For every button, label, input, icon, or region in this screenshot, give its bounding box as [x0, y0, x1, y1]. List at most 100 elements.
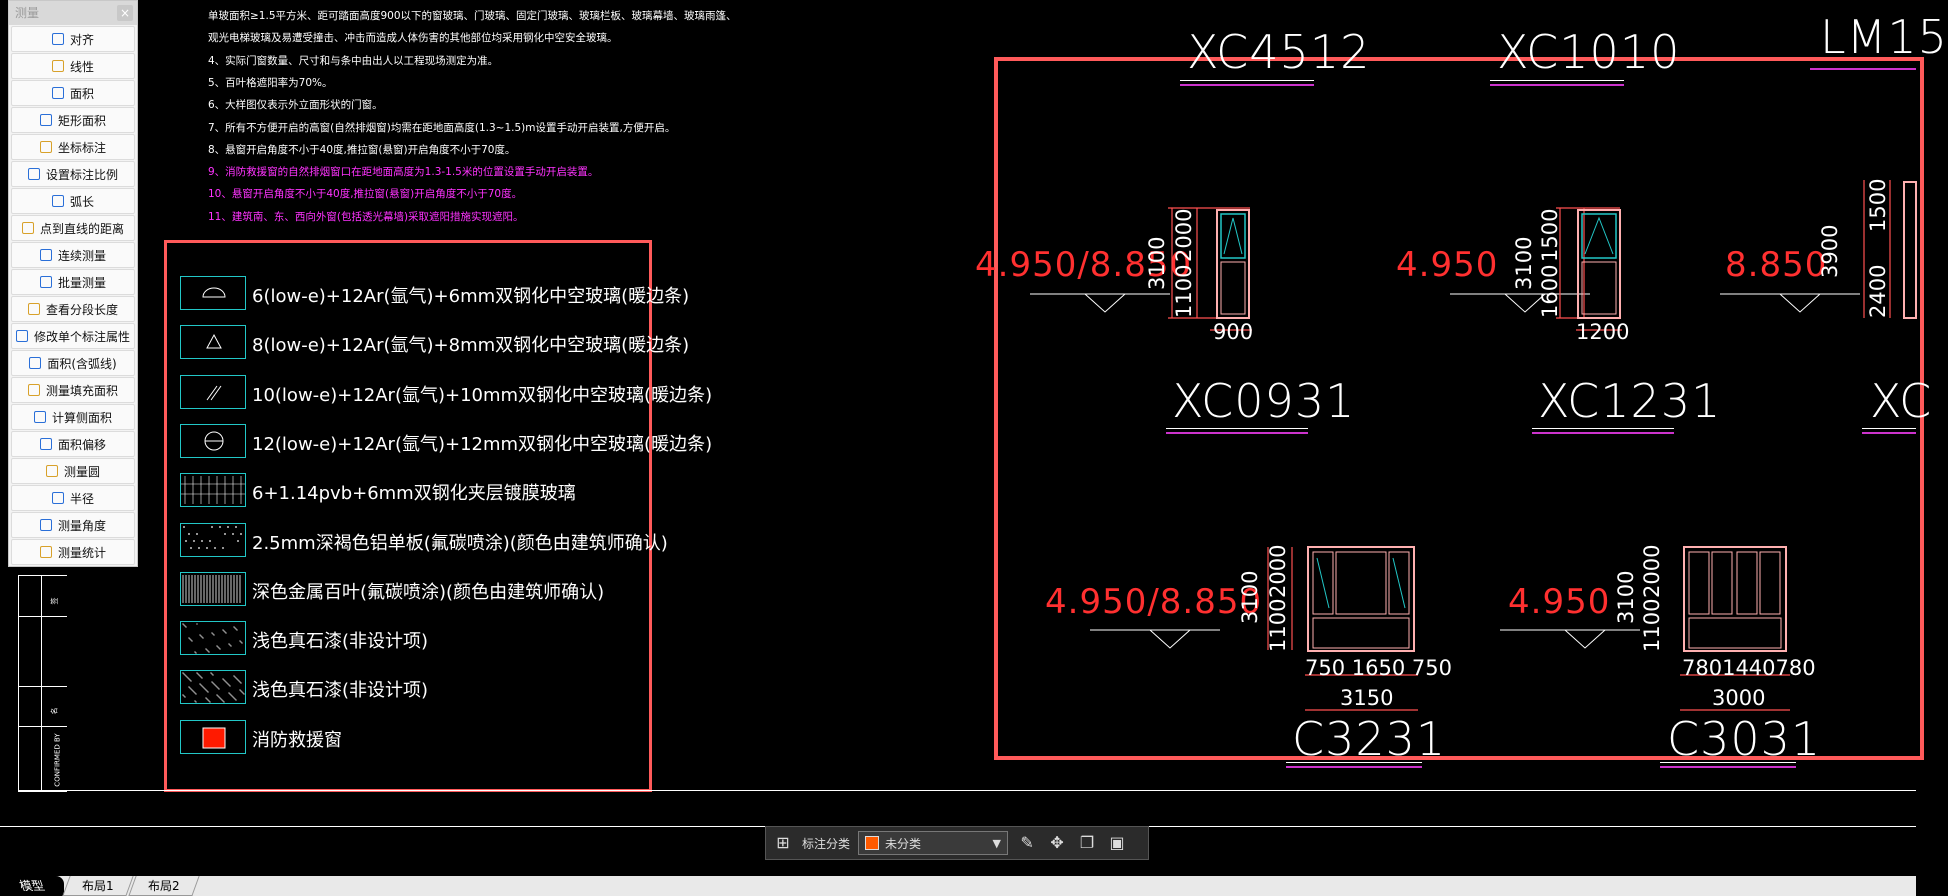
copy-icon[interactable]: ❐ [1079, 833, 1095, 852]
measure-tool-button[interactable]: 设置标注比例 [11, 161, 135, 187]
note-line: 6、大样图仅表示外立面形状的门窗。 [208, 99, 383, 112]
angle-icon [39, 519, 52, 531]
measure-tool-label: 矩形面积 [57, 113, 106, 128]
legend-label: 深色金属百叶(氟碳喷涂)(颜色由建筑师确认) [252, 581, 605, 603]
measure-tool-button[interactable]: 测量统计 [11, 539, 135, 565]
window-tag: XC1231 [1538, 374, 1722, 428]
note-line: 9、消防救援窗的自然排烟窗口在距地面高度为1.3-1.5米的位置设置手动开启装置… [208, 166, 599, 179]
measure-tool-button[interactable]: 面积偏移 [11, 431, 135, 457]
annotation-toolbar: ⊞ 标注分类 未分类 ▼ ✎ ✥ ❐ ▣ [765, 826, 1149, 860]
category-label: 标注分类 [802, 836, 851, 851]
fire-rescue-window-icon [180, 719, 246, 754]
measure-tool-label: 线性 [69, 59, 94, 74]
measure-tool-button[interactable]: 对齐 [11, 26, 135, 52]
measure-tool-label: 测量圆 [63, 464, 100, 479]
sparse-dot-hatch-icon [180, 621, 246, 656]
tab-model[interactable]: 模型 [0, 876, 64, 896]
window-tag: XC1010 [1497, 25, 1681, 79]
measure-tool-button[interactable]: 修改单个标注属性 [11, 323, 135, 349]
stripe-hatch-icon [180, 571, 246, 606]
dim-height: 3900 [1818, 224, 1842, 278]
measure-tool-button[interactable]: 矩形面积 [11, 107, 135, 133]
measure-tool-button[interactable]: 测量填充面积 [11, 377, 135, 403]
measure-tool-label: 测量统计 [57, 545, 106, 560]
circle-line-symbol-icon [180, 423, 246, 458]
layout-tabs: 模型 布局1 布局2 [0, 876, 1916, 896]
measure-tool-button[interactable]: 测量圆 [11, 458, 135, 484]
measure-tool-button[interactable]: 面积 [11, 80, 135, 106]
measure-tool-label: 对齐 [69, 32, 94, 47]
measure-tool-button[interactable]: 测量角度 [11, 512, 135, 538]
measure-tool-button[interactable]: 面积(含弧线) [11, 350, 135, 376]
scale-icon [27, 168, 40, 180]
measure-tool-label: 半径 [69, 491, 94, 506]
dim-height: 3100 [1238, 570, 1262, 624]
measure-tool-button[interactable]: 查看分段长度 [11, 296, 135, 322]
paste-icon[interactable]: ▣ [1109, 833, 1125, 852]
segment-length-icon [27, 303, 40, 315]
side-area-icon [33, 411, 46, 423]
move-icon[interactable]: ✥ [1050, 833, 1064, 852]
area-icon [51, 87, 64, 99]
legend-label: 12(low-e)+12Ar(氩气)+12mm双钢化中空玻璃(暖边条) [252, 433, 713, 455]
elevation-label: 4.950/8.850 [1045, 582, 1263, 622]
close-icon[interactable]: × [117, 5, 133, 21]
rect-area-icon [39, 114, 52, 126]
category-value: 未分类 [885, 836, 922, 851]
legend-label: 10(low-e)+12Ar(氩气)+10mm双钢化中空玻璃(暖边条) [252, 384, 713, 406]
linear-measure-icon [51, 60, 64, 72]
dim-parts: 7801440780 [1682, 656, 1816, 680]
legend-label: 浅色真石漆(非设计项) [252, 680, 429, 702]
grid-icon[interactable]: ⊞ [776, 833, 790, 852]
measure-tool-label: 弧长 [69, 194, 94, 209]
note-line: 11、建筑南、东、西向外窗(包括透光幕墙)采取遮阳措施实现遮阳。 [208, 210, 524, 223]
note-line: 单玻面积≥1.5平方米、距可踏面高度900以下的窗玻璃、门玻璃、固定门玻璃、玻璃… [208, 10, 737, 22]
dim-height: 1600 [1538, 264, 1562, 318]
category-select[interactable]: 未分类 ▼ [858, 831, 1009, 855]
dim-height: 1100 [1172, 264, 1196, 318]
measure-tool-button[interactable]: 点到直线的距离 [11, 215, 135, 241]
window-tag: XC4512 [1187, 25, 1371, 79]
arc-area-icon [29, 357, 42, 369]
measure-tool-label: 点到直线的距离 [39, 221, 124, 236]
elevation-label: 4.950/8.850 [975, 245, 1193, 285]
continuous-measure-icon [39, 249, 52, 261]
measure-tool-button[interactable]: 弧长 [11, 188, 135, 214]
legend-label: 8(low-e)+12Ar(氩气)+8mm双钢化中空玻璃(暖边条) [252, 335, 690, 357]
measure-tool-button[interactable]: 连续测量 [11, 242, 135, 268]
measure-tool-button[interactable]: 坐标标注 [11, 134, 135, 160]
area-offset-icon [39, 438, 52, 450]
dim-height: 2400 [1866, 264, 1890, 318]
radius-icon [51, 492, 64, 504]
measure-tool-button[interactable]: 计算侧面积 [11, 404, 135, 430]
window-tag: LM15 [1820, 10, 1948, 64]
measure-tool-label: 面积偏移 [57, 437, 106, 452]
measure-tool-label: 连续测量 [57, 248, 106, 263]
measure-tool-label: 查看分段长度 [45, 302, 118, 317]
tab-layout2[interactable]: 布局2 [128, 876, 200, 896]
note-line: 7、所有不方便开启的高窗(自然排烟窗)均需在距地面高度(1.3~1.5)m设置手… [208, 121, 676, 134]
drawing-border-line [18, 790, 1916, 791]
circle-measure-icon [45, 465, 58, 477]
dim-height: 1500 [1866, 178, 1890, 232]
dim-parts: 750 1650 750 [1305, 656, 1452, 680]
batch-measure-icon [39, 276, 52, 288]
note-line: 5、百叶格遮阳率为70%。 [208, 76, 333, 89]
align-measure-icon [51, 33, 64, 45]
dim-height: 1500 [1538, 208, 1562, 262]
measure-tool-list: 对齐线性面积矩形面积坐标标注设置标注比例弧长点到直线的距离连续测量批量测量查看分… [9, 26, 137, 565]
point-line-distance-icon [21, 222, 34, 234]
elevation-label: 8.850 [1725, 245, 1828, 285]
measure-tool-button[interactable]: 半径 [11, 485, 135, 511]
measure-tool-button[interactable]: 批量测量 [11, 269, 135, 295]
tab-layout1[interactable]: 布局1 [62, 876, 134, 896]
legend-label: 6(low-e)+12Ar(氩气)+6mm双钢化中空玻璃(暖边条) [252, 286, 690, 307]
edit-icon[interactable]: ✎ [1020, 833, 1034, 852]
elevation-label: 4.950 [1396, 245, 1499, 285]
dim-height: 1100 [1640, 598, 1664, 652]
measure-tool-button[interactable]: 线性 [11, 53, 135, 79]
dim-width: 900 [1213, 320, 1254, 344]
dim-height: 1100 [1266, 598, 1290, 652]
measure-tool-label: 坐标标注 [57, 140, 106, 155]
double-slash-symbol-icon [180, 374, 246, 409]
